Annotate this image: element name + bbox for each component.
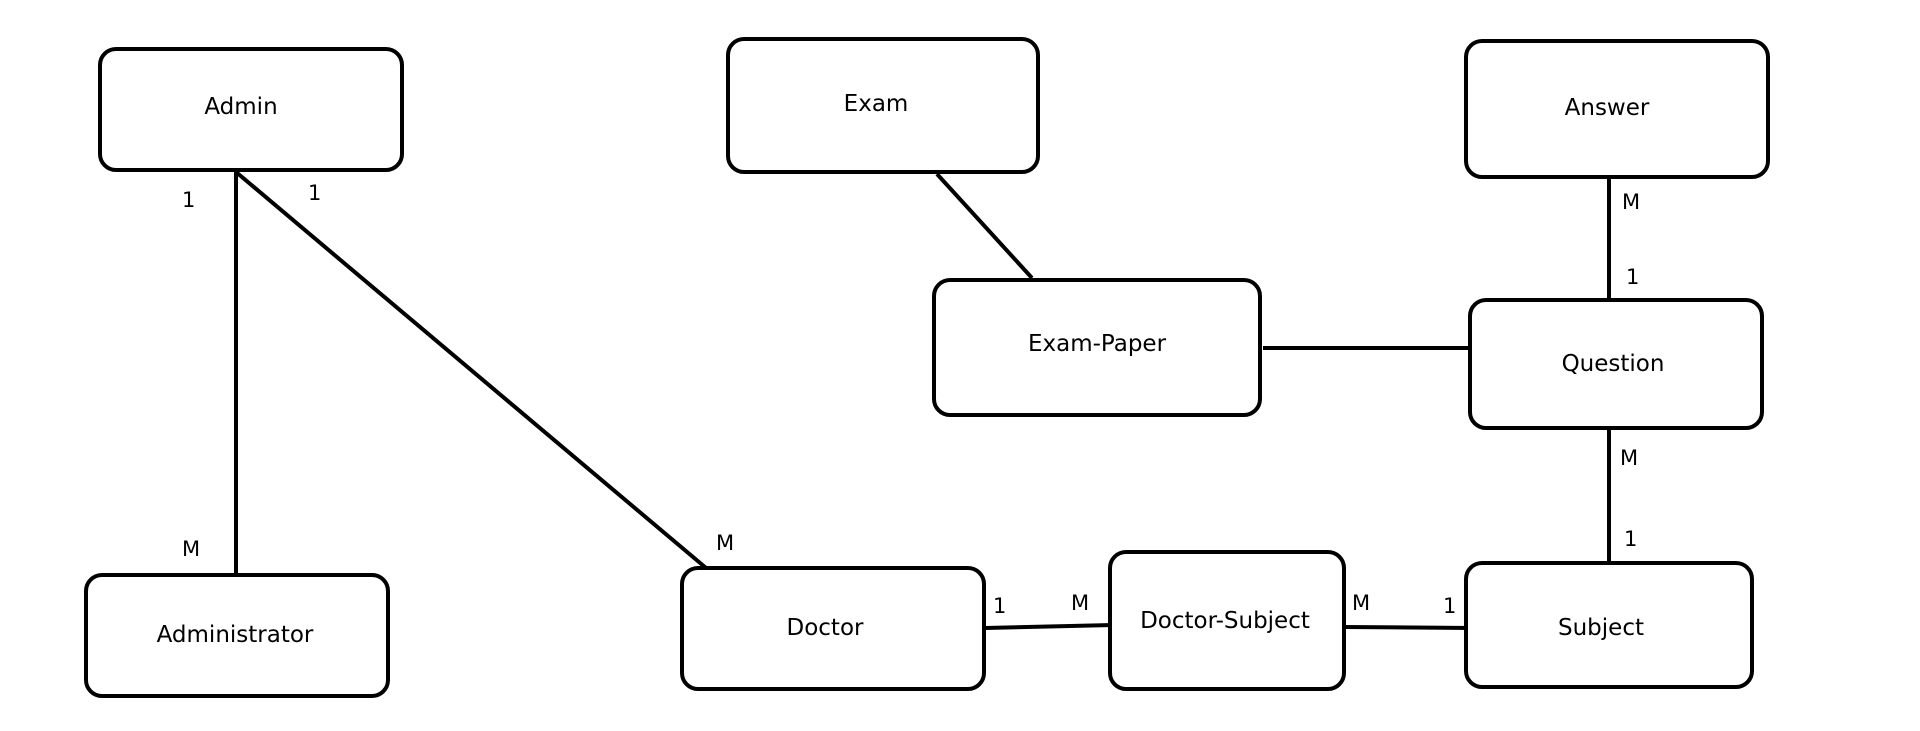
- entity-exam-label: Exam: [844, 91, 909, 117]
- entity-admin: Admin: [98, 47, 404, 172]
- cardinality-answer-question-answer-end: M: [1622, 190, 1640, 214]
- relationship-admin-doctor: [234, 170, 714, 575]
- entity-answer: Answer: [1464, 39, 1770, 179]
- entity-doctor-label: Doctor: [787, 615, 865, 641]
- entity-question-label: Question: [1562, 351, 1665, 377]
- relationship-exam-exampaper: [935, 172, 1034, 280]
- entity-answer-label: Answer: [1565, 95, 1650, 121]
- entity-doctor-subject-label: Doctor-Subject: [1140, 608, 1310, 634]
- entity-doctor-subject: Doctor-Subject: [1108, 550, 1346, 691]
- relationship-doctorsubject-subject: [1344, 625, 1474, 630]
- entity-administrator: Administrator: [84, 573, 390, 698]
- cardinality-admin-doctor-admin-end: 1: [308, 181, 321, 205]
- entity-exam-paper: Exam-Paper: [932, 278, 1262, 417]
- cardinality-doctor-doctorsubject-ds-end: M: [1071, 591, 1089, 615]
- cardinality-doctor-doctorsubject-doctor-end: 1: [993, 594, 1006, 618]
- cardinality-doctorsubject-subject-subject-end: 1: [1443, 594, 1456, 618]
- cardinality-admin-doctor-doctor-end: M: [716, 531, 734, 555]
- entity-doctor: Doctor: [680, 566, 986, 691]
- relationship-doctor-doctorsubject: [984, 623, 1114, 630]
- entity-subject-label: Subject: [1558, 615, 1644, 641]
- cardinality-admin-administrator-administrator-end: M: [182, 537, 200, 561]
- entity-exam-paper-label: Exam-Paper: [1028, 331, 1167, 357]
- entity-exam: Exam: [726, 37, 1040, 174]
- cardinality-question-subject-question-end: M: [1620, 446, 1638, 470]
- entity-admin-label: Admin: [204, 94, 277, 120]
- cardinality-admin-administrator-admin-end: 1: [182, 188, 195, 212]
- cardinality-doctorsubject-subject-ds-end: M: [1352, 591, 1370, 615]
- entity-question: Question: [1468, 298, 1764, 430]
- cardinality-question-subject-subject-end: 1: [1624, 527, 1637, 551]
- entity-administrator-label: Administrator: [157, 622, 314, 648]
- entity-subject: Subject: [1464, 561, 1754, 689]
- cardinality-answer-question-question-end: 1: [1626, 265, 1639, 289]
